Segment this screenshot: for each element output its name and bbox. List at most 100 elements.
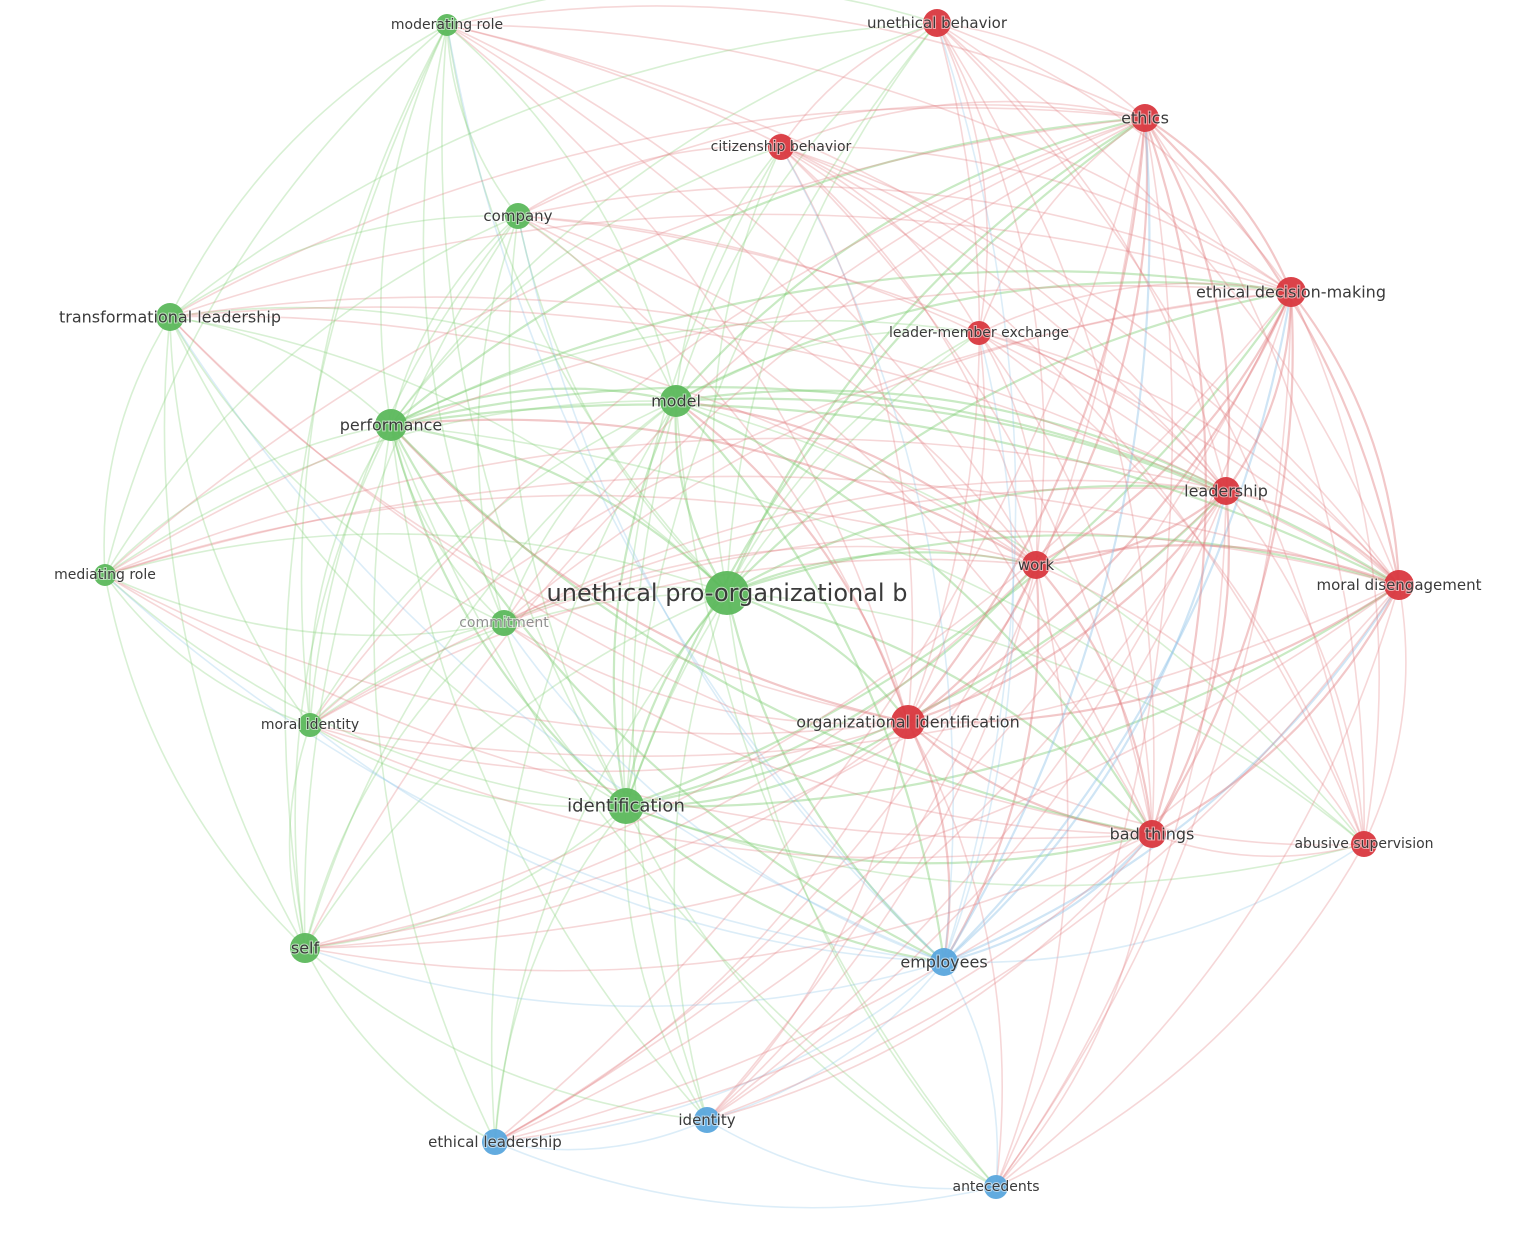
link-orgid-citizenship <box>780 146 914 723</box>
link-unethicalbehavior-lmx <box>936 22 989 334</box>
link-moraldis-citizenship <box>780 146 1400 586</box>
link-moraldis-identity <box>706 584 1400 1121</box>
link-upob-leadership <box>726 484 1227 594</box>
node-ethicalleadership[interactable] <box>482 1129 508 1155</box>
node-abusive[interactable] <box>1351 831 1377 857</box>
node-leadership[interactable] <box>1212 477 1240 505</box>
link-orgid-ethics <box>907 117 1147 723</box>
link-moraldis-badthings <box>1151 584 1400 835</box>
link-work-ethics <box>1035 117 1149 566</box>
node-moralidentity[interactable] <box>298 713 322 737</box>
link-ethicalleadership-antecedents <box>494 1141 997 1209</box>
link-badthings-ethics <box>1143 117 1207 835</box>
node-ethics[interactable] <box>1131 104 1159 132</box>
node-work[interactable] <box>1022 551 1050 579</box>
node-badthings[interactable] <box>1138 820 1166 848</box>
node-identity[interactable] <box>694 1107 720 1133</box>
link-work-moraldis <box>1035 544 1400 587</box>
link-employees-unethicalbehavior <box>936 22 1017 963</box>
link-moderating-unethicalbehavior <box>446 0 938 26</box>
node-identification[interactable] <box>608 788 644 824</box>
node-self[interactable] <box>290 933 320 963</box>
link-mediating-commitment <box>104 574 505 637</box>
link-upob-identification <box>624 592 728 807</box>
link-model-abusive <box>675 400 1365 845</box>
node-layer <box>94 9 1414 1199</box>
link-company-moralidentity <box>309 215 519 726</box>
link-ethics-ethicalleadership <box>494 117 1146 1143</box>
link-ethics-mediating <box>104 117 1146 576</box>
node-moraldis[interactable] <box>1384 570 1414 600</box>
link-orgid-edm <box>907 291 1293 723</box>
node-transformational[interactable] <box>156 303 184 331</box>
node-model[interactable] <box>660 385 692 417</box>
link-model-transformational <box>169 306 677 402</box>
link-orgid-antecedents <box>907 721 1003 1188</box>
link-employees-company <box>517 215 945 963</box>
node-commitment[interactable] <box>491 610 517 636</box>
link-moderating-moralidentity <box>300 24 448 726</box>
link-badthings-unethicalbehavior <box>936 22 1155 835</box>
node-moderating[interactable] <box>436 14 458 36</box>
node-lmx[interactable] <box>967 321 991 345</box>
node-label-moraldis: moral disengagement <box>1316 576 1481 594</box>
link-moraldis-mediating <box>104 475 1400 586</box>
link-identification-moderating <box>441 24 627 807</box>
link-performance-lmx <box>390 319 980 426</box>
node-employees[interactable] <box>930 948 958 976</box>
link-ethics-moderating <box>446 5 1146 119</box>
link-company-commitment <box>477 215 519 624</box>
link-identification-moraldis <box>625 584 1400 808</box>
link-edm-moralidentity <box>309 291 1292 726</box>
link-upob-work <box>726 551 1037 595</box>
link-upob-model <box>674 400 728 594</box>
link-identification-unethicalbehavior <box>625 22 938 807</box>
link-identification-ethicalleadership <box>494 805 627 1143</box>
link-ethics-transformational <box>169 106 1146 318</box>
node-company[interactable] <box>505 203 531 229</box>
node-label-mediating: mediating role <box>54 567 156 583</box>
link-badthings-antecedents <box>995 833 1153 1188</box>
link-badthings-mediating <box>104 574 1153 840</box>
link-model-citizenship <box>675 146 782 402</box>
link-moraldis-antecedents <box>995 584 1400 1188</box>
link-identification-edm <box>625 291 1292 808</box>
node-antecedents[interactable] <box>984 1175 1008 1199</box>
node-orgid[interactable] <box>891 705 925 739</box>
node-edm[interactable] <box>1276 277 1306 307</box>
link-moraldis-commitment <box>503 530 1400 624</box>
link-model-badthings <box>675 399 1153 835</box>
link-leadership-moderating <box>446 24 1227 492</box>
link-leadership-identity <box>706 490 1227 1121</box>
node-label-leadership: leadership <box>1184 482 1268 501</box>
link-moraldis-edm <box>1290 291 1401 586</box>
link-leadership-ethicalleadership <box>494 490 1227 1143</box>
link-ethics-unethicalbehavior <box>936 22 1146 119</box>
link-model-self <box>304 400 677 949</box>
link-edm-unethicalbehavior <box>936 22 1292 293</box>
link-orgid-identity <box>706 721 909 1121</box>
node-label-abusive: abusive supervision <box>1294 836 1433 852</box>
link-moraldis-ethics <box>1144 117 1401 586</box>
link-badthings-citizenship <box>780 146 1153 835</box>
link-work-transformational <box>169 315 1037 566</box>
node-performance[interactable] <box>375 409 407 441</box>
node-citizenship[interactable] <box>768 134 794 160</box>
link-performance-mediating <box>104 424 392 576</box>
link-model-moderating <box>446 24 677 402</box>
link-upob-moraldis <box>726 534 1400 595</box>
link-identification-work <box>625 564 1037 808</box>
node-mediating[interactable] <box>94 564 116 586</box>
link-leadership-company <box>517 215 1227 492</box>
link-lmx-abusive <box>978 332 1365 845</box>
node-label-commitment: commitment <box>459 615 549 631</box>
node-label-ethics: ethics <box>1121 109 1169 128</box>
link-orgid-model <box>675 400 910 723</box>
link-upob-lmx <box>726 332 980 594</box>
node-unethicalbehavior[interactable] <box>923 9 951 37</box>
link-transformational-moralidentity <box>169 316 311 726</box>
link-work-ethicalleadership <box>494 564 1037 1143</box>
link-employees-moraldis <box>943 584 1400 964</box>
node-upob[interactable] <box>705 571 749 615</box>
link-identification-moralidentity <box>309 724 627 808</box>
